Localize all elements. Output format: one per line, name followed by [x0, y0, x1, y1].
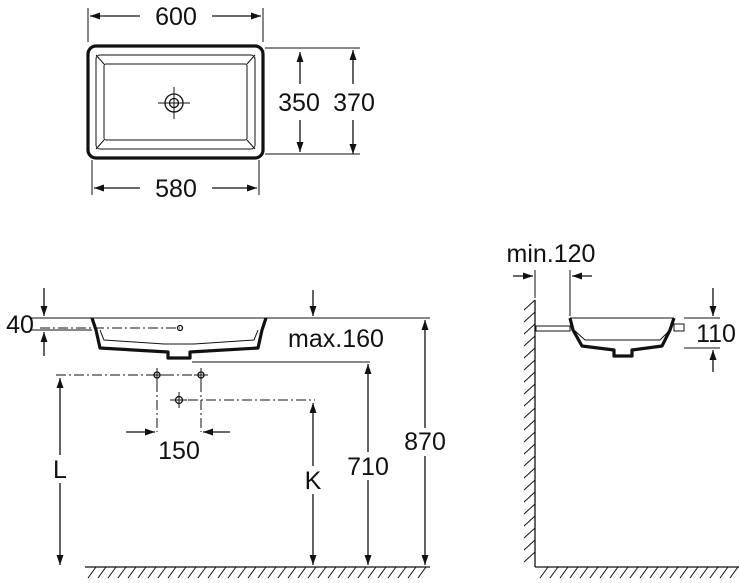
dim-inner-width: 580: [155, 175, 197, 203]
basin-side-profile: [568, 317, 676, 358]
dim-max-depth: max.160: [288, 325, 384, 353]
tap-hole-center-icon: [171, 392, 187, 408]
side-floor-hatch: [539, 566, 739, 579]
dim-height-870: 870: [404, 428, 446, 456]
dim-rim-height: 40: [6, 311, 34, 339]
dim-wall-clearance: min.120: [507, 240, 596, 268]
dim-height-710: 710: [347, 453, 389, 481]
dim-outer-height: 370: [333, 89, 375, 117]
dim-top-width: 600: [155, 3, 197, 31]
front-view: 40 max.160 150 L: [6, 288, 452, 579]
dim-height-K: K: [305, 467, 322, 495]
floor-hatch: [87, 566, 427, 579]
tap-hole-right-icon: [194, 368, 208, 382]
top-view: 600 580 350 370: [86, 3, 375, 203]
basin-bowl-bottom: [103, 63, 248, 141]
dim-side-height: 110: [696, 320, 736, 348]
side-view: min.120 110: [507, 240, 739, 579]
dim-inner-height: 350: [278, 89, 320, 117]
basin-outline-outer: [86, 44, 265, 160]
drain-icon: [158, 87, 190, 119]
dim-height-L: L: [53, 456, 67, 484]
basin-outline-inner: [95, 54, 256, 150]
wall-hatch: [523, 299, 536, 563]
tap-hole-left-icon: [150, 368, 164, 382]
basin-front-profile: [90, 317, 268, 360]
dim-tap-spacing: 150: [158, 437, 200, 465]
